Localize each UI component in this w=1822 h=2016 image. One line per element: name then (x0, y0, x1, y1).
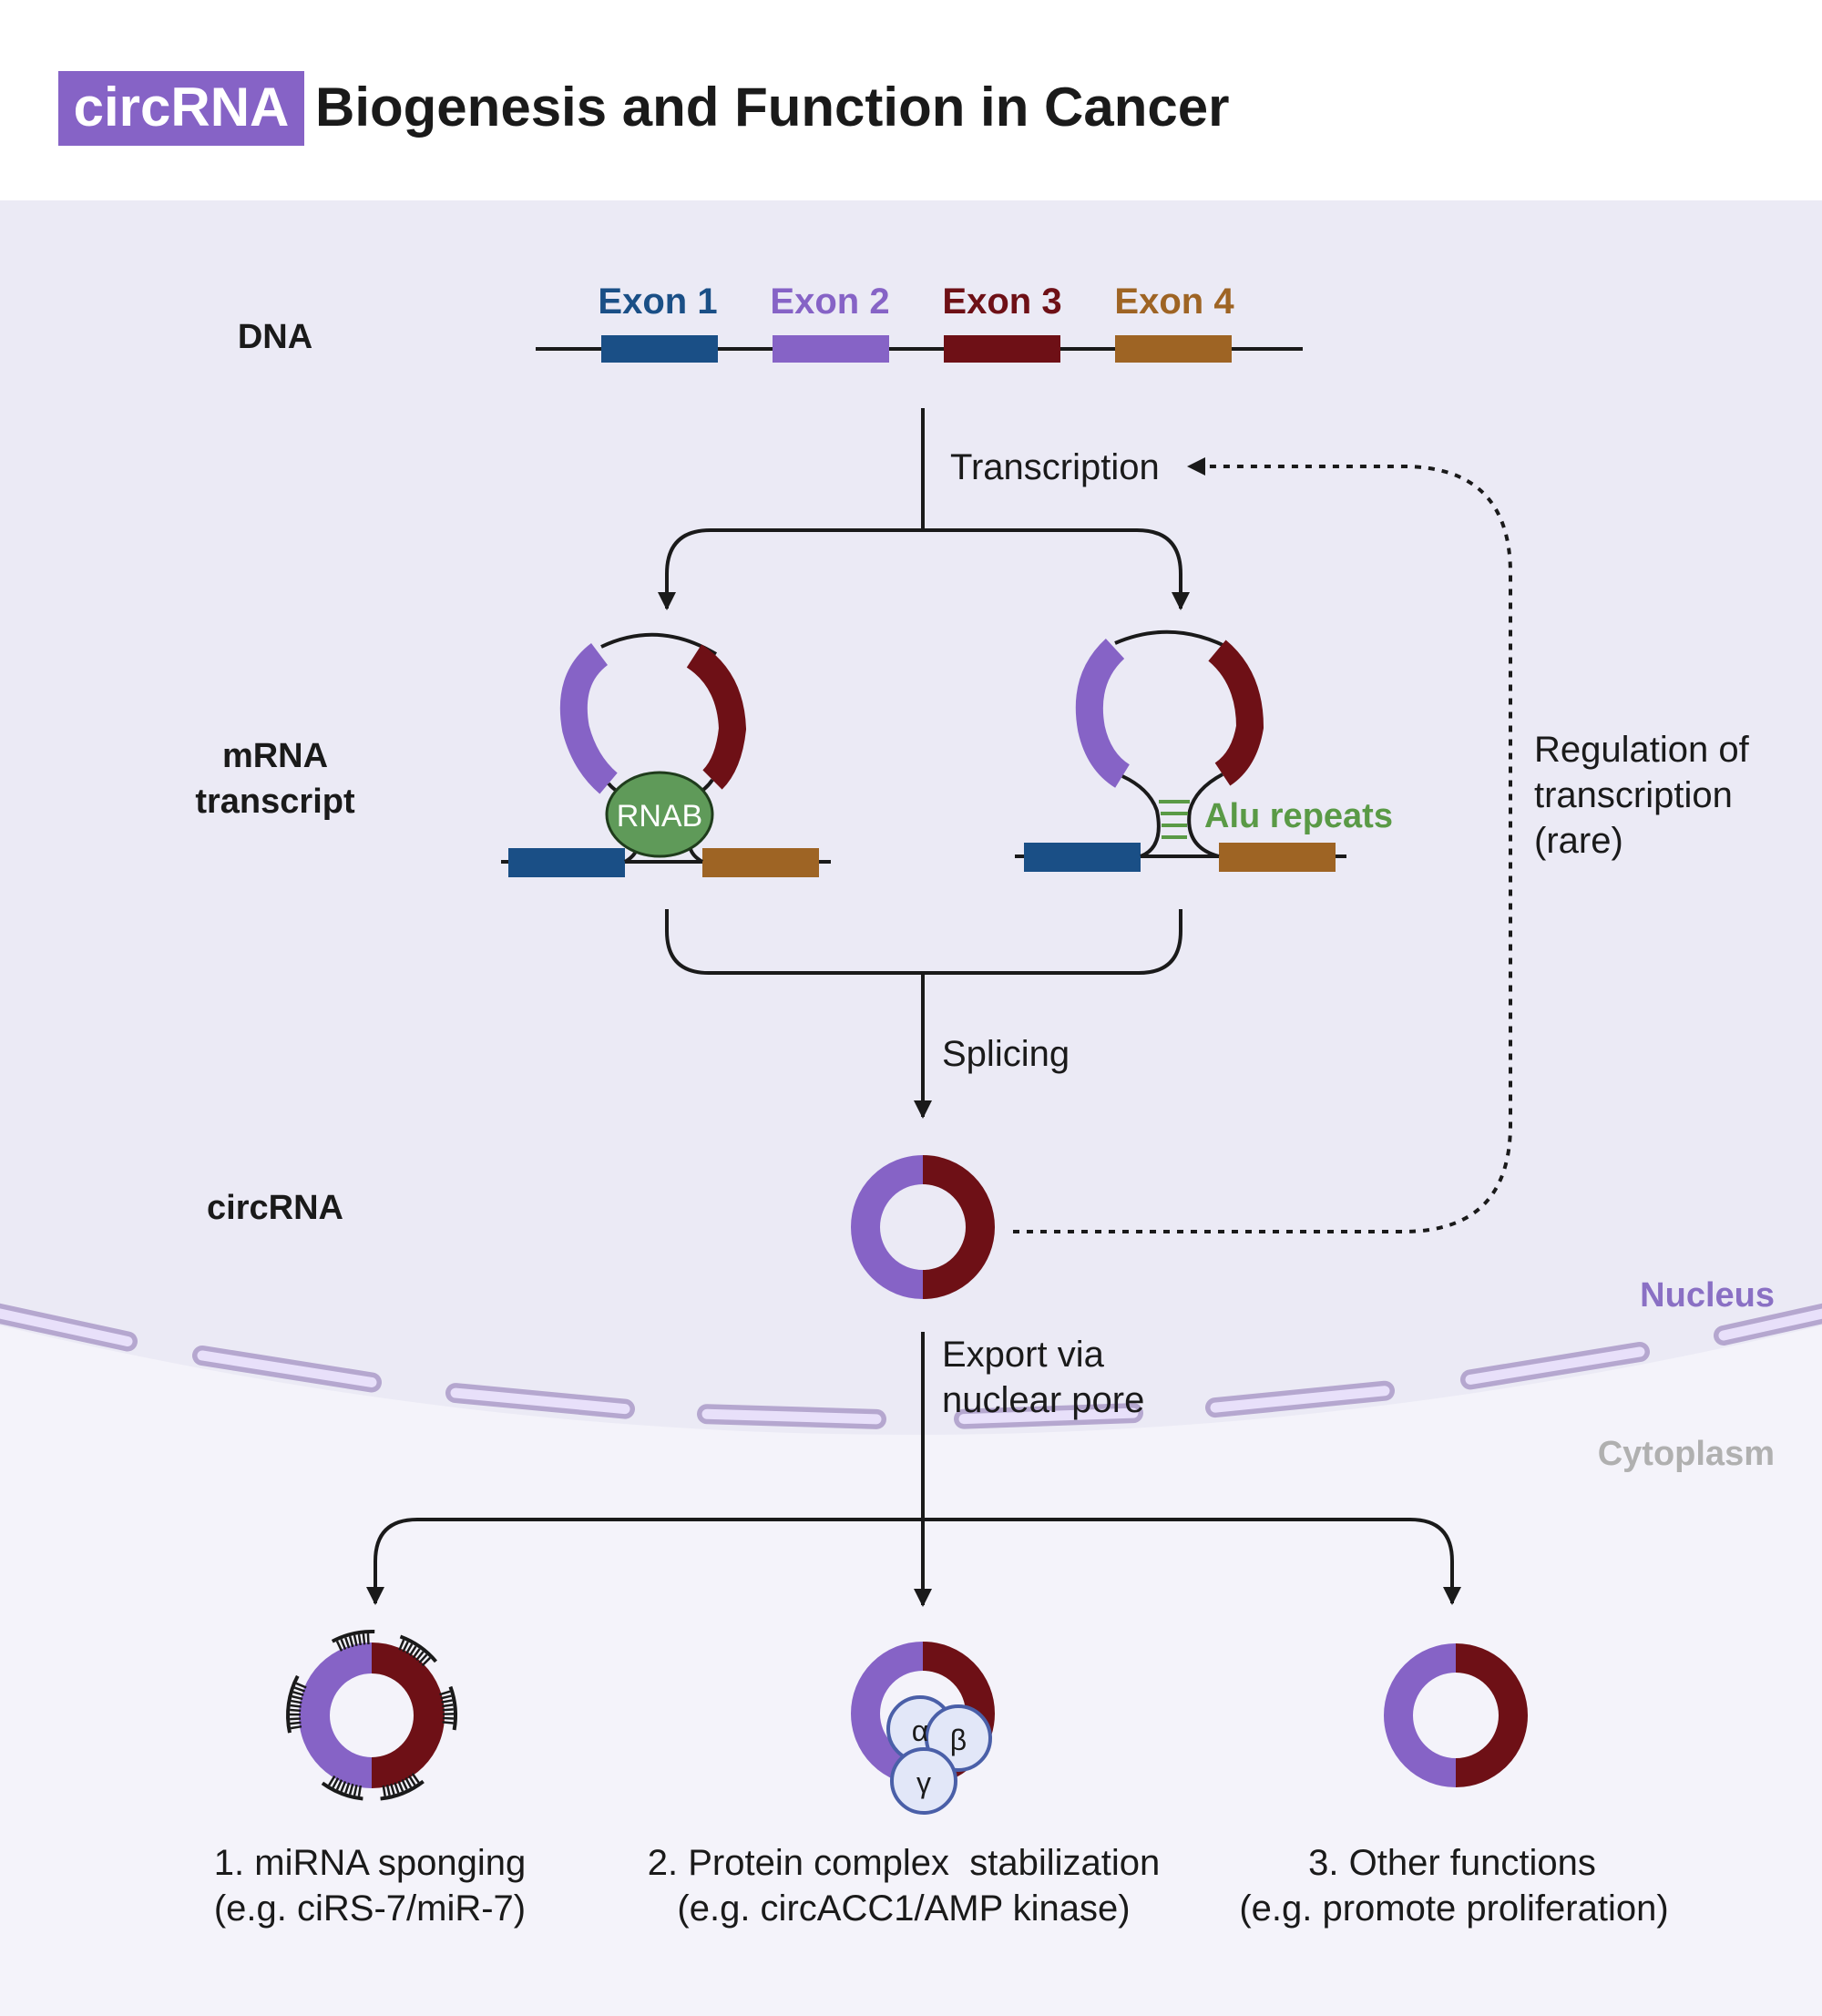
title-badge-text: circRNA (74, 77, 290, 138)
rnab-protein (605, 771, 714, 858)
page-title: Biogenesis and Function in Cancer (315, 77, 1229, 138)
alu-label: Alu repeats (1204, 797, 1393, 835)
protein-beta-label: β (950, 1724, 967, 1756)
exon-1-label: Exon 1 (598, 281, 717, 322)
dna-exon-3 (944, 335, 1060, 363)
mrna-rnab-mediated: RNAB (501, 632, 831, 877)
function-2-title: 2. Protein complex stabilization (648, 1843, 1161, 1883)
export-label-line1: Export via (942, 1335, 1105, 1375)
function-3-example: (e.g. promote proliferation) (1239, 1888, 1668, 1929)
dna-exon-4 (1115, 335, 1232, 363)
mrna-alu-mediated: Alu repeats (1015, 629, 1393, 872)
row-label-dna: DNA (238, 318, 312, 356)
function-1-title: 1. miRNA sponging (214, 1843, 526, 1883)
row-label-circrna: circRNA (207, 1189, 343, 1227)
function-1-mirna-sponge (286, 1630, 457, 1801)
row-label-transcript: transcript (195, 783, 355, 821)
nuclear-pores (0, 1303, 1822, 1429)
splicing-arrow (665, 909, 1182, 1119)
transcription-arrows (658, 408, 1190, 610)
regulation-feedback-arrow (1013, 457, 1512, 1233)
nuclear-pore-segment-inner (1718, 1308, 1822, 1341)
mirna-molecule (331, 1630, 375, 1652)
dna-exon-2 (773, 335, 889, 363)
cytoplasm-label: Cytoplasm (1598, 1435, 1775, 1473)
nuclear-pore-segment-inner (958, 1407, 1139, 1425)
mirna-molecule (321, 1775, 363, 1801)
protein-gamma-label: γ (916, 1766, 931, 1799)
transcription-label: Transcription (950, 447, 1160, 487)
regulation-label-line1: Regulation of (1534, 730, 1750, 770)
nuclear-pore-segment-inner (701, 1408, 882, 1425)
mrna-right-exon-4 (1219, 843, 1336, 872)
exon-3-label: Exon 3 (942, 281, 1061, 322)
mirna-molecule (380, 1773, 425, 1801)
nuclear-pore-segment-inner (450, 1387, 630, 1415)
nuclear-pore-segment-inner (0, 1308, 133, 1346)
nuclear-pore-segment-inner (197, 1350, 377, 1387)
nuclear-pore-segment-inner (1465, 1346, 1645, 1385)
function-3-other (1384, 1643, 1528, 1787)
regulation-label-line3: (rare) (1534, 821, 1623, 861)
mirna-molecule (398, 1634, 438, 1667)
dna-exon-1 (601, 335, 718, 363)
alu-base-pairs (1159, 800, 1190, 839)
exon-4-label: Exon 4 (1114, 281, 1234, 322)
mirna-molecules (286, 1630, 457, 1801)
nucleus-label: Nucleus (1640, 1276, 1775, 1315)
mrna-right-exon-1 (1024, 843, 1141, 872)
export-label-line2: nuclear pore (942, 1380, 1144, 1420)
protein-gamma (890, 1747, 957, 1815)
rnab-label: RNAB (617, 799, 702, 834)
function-1-example: (e.g. ciRS-7/miR-7) (214, 1888, 526, 1929)
protein-alpha-label: α (912, 1714, 929, 1747)
splicing-label: Splicing (942, 1034, 1070, 1074)
mrna-left-exon-1 (508, 848, 625, 877)
function-2-protein-complex: α β γ (851, 1642, 995, 1815)
nucleus-background (0, 200, 1822, 1435)
nuclear-pore-segment-inner (1210, 1386, 1390, 1413)
regulation-label-line2: transcription (1534, 775, 1733, 815)
function-2-example: (e.g. circACC1/AMP kinase) (677, 1888, 1130, 1929)
nuclear-circrna (851, 1155, 995, 1299)
title-badge (58, 71, 304, 146)
exon-2-label: Exon 2 (770, 281, 889, 322)
row-label-mrna: mRNA (222, 737, 328, 775)
mrna-left-exon-4 (702, 848, 819, 877)
mirna-molecule (286, 1674, 307, 1734)
mirna-molecule (439, 1685, 457, 1731)
function-3-title: 3. Other functions (1308, 1843, 1596, 1883)
function-arrows (366, 1518, 1461, 1605)
